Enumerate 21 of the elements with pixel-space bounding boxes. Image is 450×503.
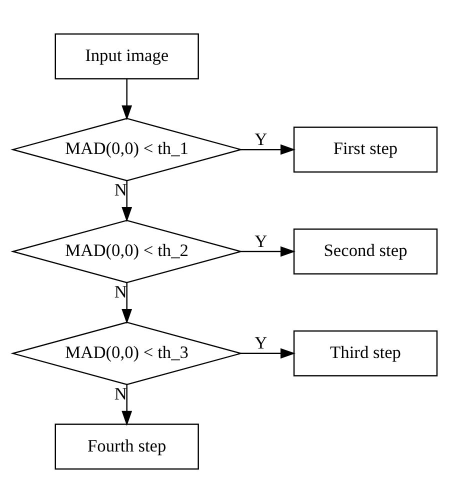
edge-label: Y (254, 230, 268, 251)
node-box: Second step (293, 228, 438, 274)
node-diamond: MAD(0,0) < th_3 (10, 322, 244, 386)
node-box: Input image (54, 33, 199, 80)
arrow (241, 144, 296, 155)
node-box: Fourth step (54, 424, 199, 470)
edge-label: N (114, 180, 127, 200)
arrow (122, 384, 132, 426)
node-box: Third step (293, 330, 438, 376)
arrow (241, 246, 296, 257)
edge-label: Y (254, 332, 268, 353)
node-diamond: MAD(0,0) < th_1 (10, 118, 244, 182)
arrow (122, 79, 132, 120)
arrow (122, 282, 132, 324)
edge-label: N (114, 282, 127, 302)
node-box: First step (293, 126, 438, 173)
arrow (241, 348, 296, 359)
edge-label: Y (254, 128, 268, 149)
node-diamond: MAD(0,0) < th_2 (10, 220, 244, 284)
edge-label: N (114, 383, 127, 404)
arrow (122, 180, 132, 222)
